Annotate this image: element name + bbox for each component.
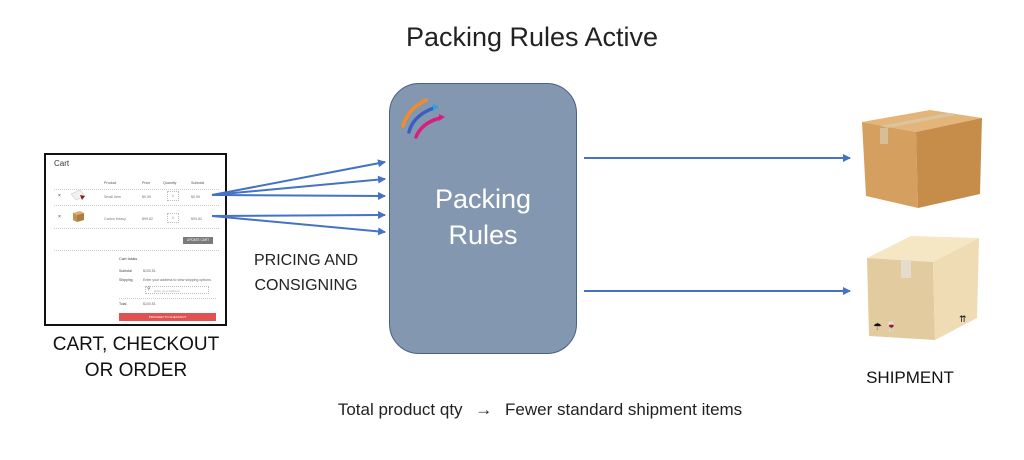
- product-name[interactable]: Small Item: [104, 195, 121, 199]
- subtotal-label: Subtotal: [119, 269, 132, 273]
- divider: [54, 189, 219, 190]
- col-subtotal: Subtotal: [191, 181, 205, 185]
- right-arrow-icon: →: [475, 400, 493, 419]
- divider: [54, 250, 219, 251]
- diagram-title: Packing Rules Active: [405, 22, 659, 52]
- divider: [54, 228, 219, 229]
- pricing-consigning-label: PRICING AND CONSIGNING: [238, 248, 374, 298]
- footer-caption: Total product qty → Fewer standard shipm…: [300, 400, 780, 420]
- shipping-label: Shipping: [119, 278, 133, 282]
- remove-item-button[interactable]: ×: [58, 193, 61, 199]
- footer-right: Fewer standard shipment items: [505, 400, 743, 419]
- shipping-text: Enter your address to view shipping opti…: [143, 278, 212, 282]
- shipment-label: SHIPMENT: [866, 368, 954, 387]
- svg-text:☂ 🍷: ☂ 🍷: [873, 320, 898, 333]
- swoosh-logo-icon: [400, 96, 445, 146]
- shipment-box-icon: ☂ 🍷 ⇈: [863, 226, 983, 349]
- cart-totals-title: Cart totals: [119, 256, 138, 261]
- col-quantity: Quantity: [163, 181, 177, 185]
- rules-line1: Packing: [434, 184, 532, 214]
- col-price: Price: [142, 181, 151, 185]
- product-image-small-item: [70, 189, 86, 201]
- cart-screenshot: Cart Product Price Quantity Subtotal × S…: [44, 153, 227, 326]
- pricing-line2: CONSIGNING: [254, 277, 358, 294]
- product-subtotal: $0.59: [191, 195, 200, 199]
- pricing-line1: PRICING AND: [253, 252, 358, 269]
- search-icon: ⚲: [147, 286, 151, 292]
- subtotal-value: $100.51: [143, 269, 156, 273]
- product-price: $0.59: [142, 195, 151, 199]
- rules-line2: Rules: [448, 220, 518, 250]
- divider: [54, 205, 219, 206]
- flow-arrow: [211, 175, 386, 196]
- footer-left: Total product qty: [337, 400, 463, 419]
- svg-text:⇈: ⇈: [959, 315, 967, 325]
- remove-item-button[interactable]: ×: [58, 214, 61, 220]
- product-price: $99.82: [142, 217, 153, 221]
- source-label: CART, CHECKOUT OR ORDER: [36, 332, 236, 384]
- source-label-line1: CART, CHECKOUT: [52, 334, 220, 355]
- cart-heading: Cart: [54, 159, 70, 168]
- shipment-box-icon: [860, 102, 988, 215]
- product-name[interactable]: Carton Heavy: [104, 217, 126, 221]
- col-product: Product: [104, 181, 117, 185]
- divider: [119, 298, 216, 299]
- packing-rules-text: Packing Rules: [389, 181, 577, 253]
- flow-arrow: [211, 191, 386, 200]
- quantity-input[interactable]: 1: [167, 191, 179, 201]
- total-value: $100.51: [143, 302, 156, 306]
- total-label: Total: [119, 302, 127, 306]
- flow-arrow: [211, 159, 386, 196]
- product-subtotal: $99.82: [191, 217, 202, 221]
- quantity-input[interactable]: 1: [167, 213, 179, 223]
- flow-arrow: [211, 215, 386, 236]
- shipping-address-input[interactable]: Enter your address: [145, 286, 209, 294]
- source-label-line2: OR ORDER: [84, 360, 188, 381]
- flow-arrow: [211, 211, 386, 220]
- proceed-to-checkout-button[interactable]: PROCEED TO CHECKOUT: [119, 313, 216, 321]
- product-image-carton: [70, 210, 86, 222]
- update-cart-button[interactable]: UPDATE CART: [183, 237, 213, 244]
